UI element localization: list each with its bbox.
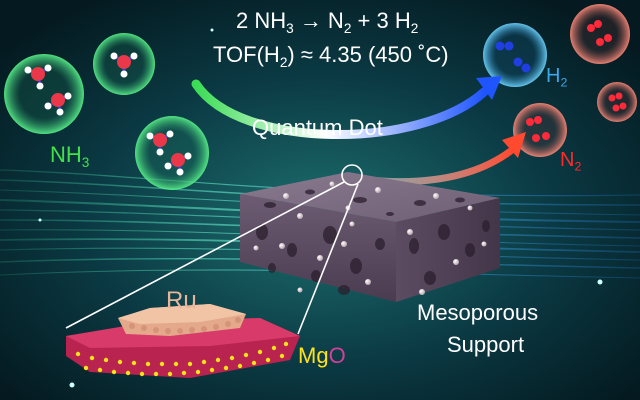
nh3-bubble-2 [93,33,155,95]
support-label-line2: Support [447,332,525,357]
quantum-dots [253,181,487,295]
mgo-label-mg: Mg [298,343,329,368]
n2-molecule-icon [587,20,612,46]
n2-molecule-icon [608,92,627,112]
tof-equation: TOF(H2) ≈ 4.35 (450 ˚C) [213,42,449,70]
mgo-label: MgO [298,345,346,367]
n2-bubble-large [513,103,567,157]
nh3-bubble-1 [4,54,84,134]
mgo-atom-dots [75,341,289,377]
h2-label-main: H [546,65,561,87]
reaction-arc-h2 [191,76,502,140]
reaction-equation: 2 NH3 → N2 + 3 H2 [236,8,418,36]
reaction-part: + 3 H [351,8,411,33]
h2-label: H2 [546,65,568,90]
mesoporous-support-block [240,172,500,302]
tof-subscript: 2 [279,54,288,70]
ru-label: Ru [166,287,197,314]
tof-part: TOF(H [213,42,280,67]
n2-molecule-icon [526,116,550,142]
ru-atom-dots [129,317,241,334]
arrowhead-icon [476,76,502,100]
arrowhead-icon [502,132,526,158]
n2-bubble-top [570,4,630,64]
nh3-molecule-icon [146,130,192,176]
n2-label-main: N [560,149,575,171]
zoom-circle [341,164,363,186]
nh3-label: NH3 [50,142,89,170]
n2-label: N2 [560,149,582,174]
nh3-bubble-3 [135,116,209,190]
h2-label-sub: 2 [560,75,568,90]
tof-part: ) ≈ 4.35 (450 ˚C) [287,42,449,67]
reaction-part: → N [293,8,344,33]
n2-label-sub: 2 [574,159,582,174]
quantum-dot-label: Quantum Dot [252,115,383,140]
reaction-subscript: 2 [410,20,419,36]
zoom-lines [65,181,359,335]
nh3-label-main: NH [50,142,82,167]
reaction-part: 2 NH [236,8,287,33]
n2-bubble-small [597,82,637,122]
mgo-label-o: O [328,343,346,368]
nh3-molecule-icon [24,64,72,116]
support-label-line1: Mesoporous [417,300,539,325]
h2-bubble [483,23,547,87]
nh3-molecule-icon [110,52,138,78]
pores [256,189,490,295]
h2-molecule-icon [495,41,531,73]
nh3-label-sub: 3 [81,154,90,170]
reaction-subscript: 3 [286,20,294,36]
reaction-subscript: 2 [343,20,352,36]
ru-mgo-nanostructure [66,304,300,378]
